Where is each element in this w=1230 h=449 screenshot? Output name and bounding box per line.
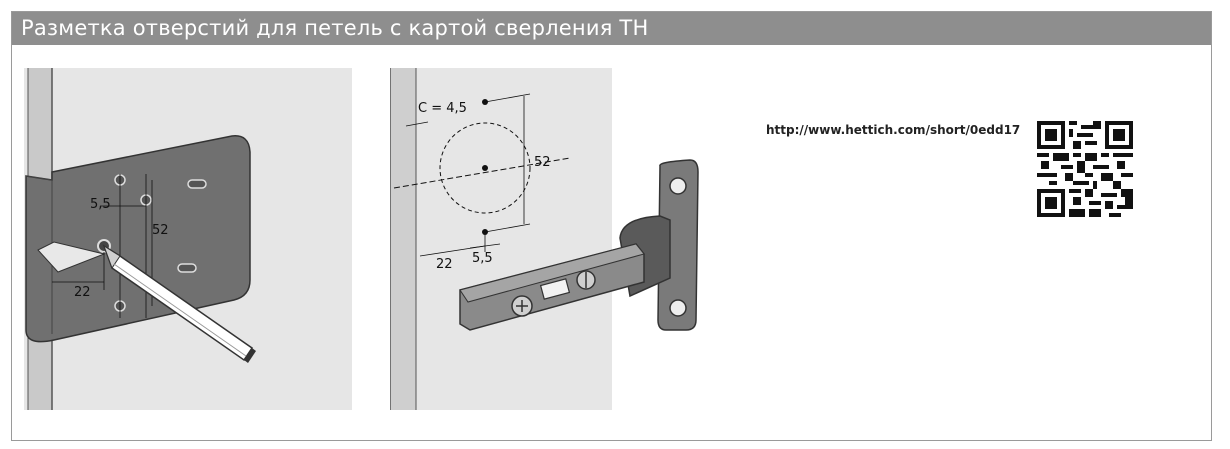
figure-drilling-template: 5,5 52 22 <box>24 68 352 410</box>
dim-22: 22 <box>74 285 91 300</box>
dim-c-4-5: C = 4,5 <box>418 101 467 116</box>
dim-52: 52 <box>152 223 169 238</box>
dim-5-5: 5,5 <box>90 197 111 212</box>
page-title: Разметка отверстий для петель с картой с… <box>12 12 1211 45</box>
figure-hinge-dimensions: C = 4,5 52 22 5,5 <box>390 68 699 410</box>
hettich-link[interactable]: http://www.hettich.com/short/0edd17 <box>766 123 1021 137</box>
dim-5-5: 5,5 <box>472 251 493 266</box>
hinge-icon <box>459 159 699 331</box>
dim-22: 22 <box>436 257 453 272</box>
dim-52: 52 <box>534 155 551 170</box>
pencil-icon <box>102 244 256 363</box>
qr-code-icon <box>1037 121 1133 217</box>
